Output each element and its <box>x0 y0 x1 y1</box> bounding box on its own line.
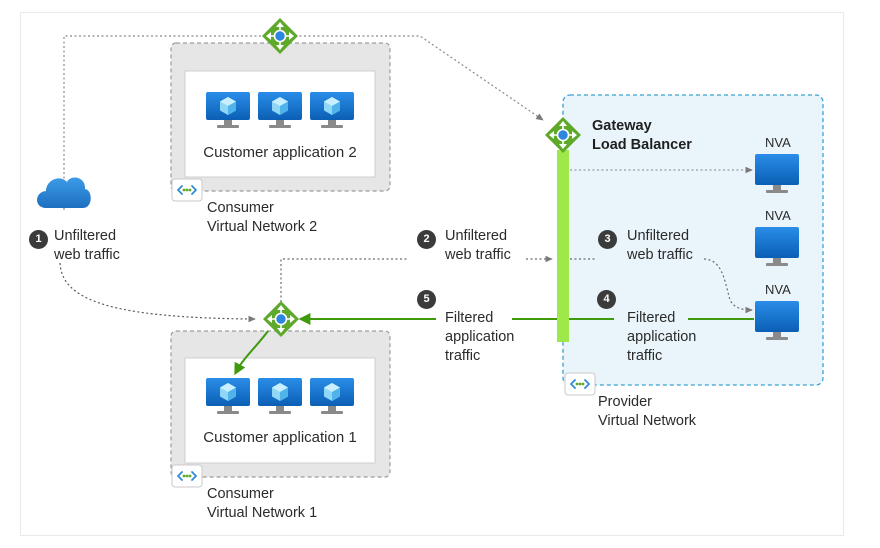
step-label-line: Unfiltered <box>54 228 117 244</box>
consumer-vnet-1-label: Consumer Virtual Network 1 <box>207 485 317 523</box>
nva-label: NVA <box>765 208 791 223</box>
gateway-label-line: Load Balancer <box>592 137 692 153</box>
step-label-line: application <box>627 329 697 345</box>
flow-1-line <box>59 262 256 323</box>
customer-app-2-label: Customer application 2 <box>203 144 357 161</box>
consumer-vnet-2-label: Consumer Virtual Network 2 <box>207 199 317 237</box>
provider-vnet-label: Provider Virtual Network <box>598 393 696 431</box>
step-label-line: Filtered <box>627 310 676 326</box>
step-label-line: Unfiltered <box>445 228 508 244</box>
flow-to-app-1 <box>234 330 269 376</box>
nva-label: NVA <box>765 282 791 297</box>
gateway-label-line: Gateway <box>592 118 652 134</box>
network-label-line: Virtual Network 1 <box>207 505 318 521</box>
flow-2-line <box>280 259 552 302</box>
step-5-label: Filtered application traffic <box>445 309 514 366</box>
virtual-network-icon <box>171 178 203 202</box>
virtual-network-icon <box>564 372 596 396</box>
step-3-label: Unfiltered web traffic <box>627 227 693 265</box>
virtual-network-icon <box>171 464 203 488</box>
step-1-badge: 1 <box>29 230 48 249</box>
nva-label: NVA <box>765 135 791 150</box>
gateway-bar <box>557 150 569 342</box>
step-2-label: Unfiltered web traffic <box>445 227 511 265</box>
step-label-line: traffic <box>627 348 663 364</box>
cloud-icon <box>37 177 91 208</box>
network-label-line: Provider <box>598 394 652 410</box>
step-2-badge: 2 <box>417 230 436 249</box>
step-3-badge: 3 <box>598 230 617 249</box>
gateway-load-balancer-label: Gateway Load Balancer <box>592 117 692 155</box>
step-label-line: Unfiltered <box>627 228 690 244</box>
step-4-label: Filtered application traffic <box>627 309 696 366</box>
step-label-line: application <box>445 329 515 345</box>
network-label-line: Virtual Network <box>598 413 697 429</box>
network-label-line: Consumer <box>207 200 274 216</box>
step-label-line: Filtered <box>445 310 494 326</box>
network-label-line: Consumer <box>207 486 274 502</box>
step-label-line: web traffic <box>445 247 511 263</box>
step-1-label: Unfiltered web traffic <box>54 227 120 265</box>
network-label-line: Virtual Network 2 <box>207 219 318 235</box>
top-dotted-flow <box>63 35 544 210</box>
step-4-badge: 4 <box>597 290 616 309</box>
step-label-line: web traffic <box>627 247 693 263</box>
step-5-badge: 5 <box>417 290 436 309</box>
step-label-line: web traffic <box>54 247 120 263</box>
customer-app-1-label: Customer application 1 <box>203 429 357 446</box>
step-label-line: traffic <box>445 348 481 364</box>
